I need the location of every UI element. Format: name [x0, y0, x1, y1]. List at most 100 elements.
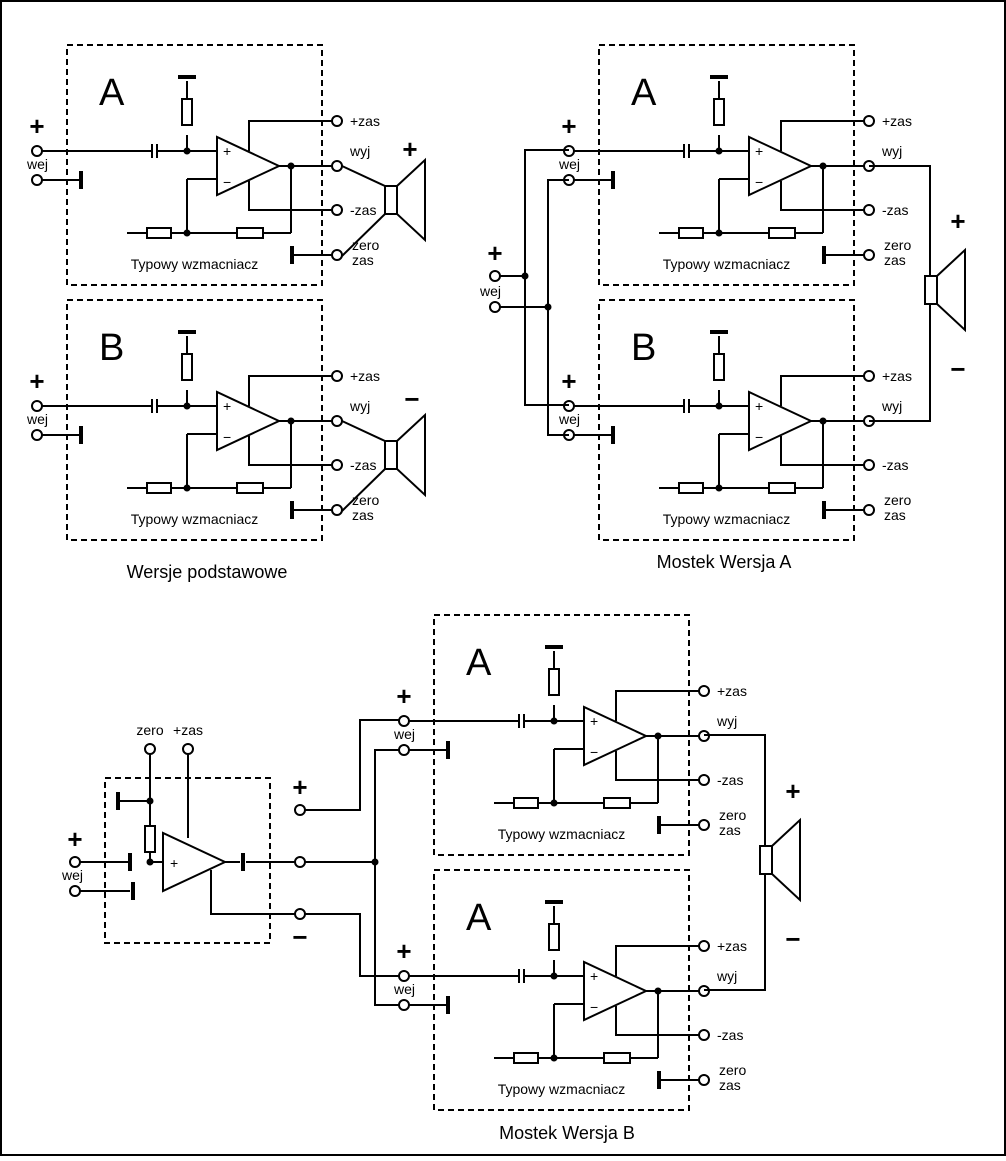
- amp-label: Typowy wzmacniacz: [131, 511, 259, 527]
- label-output: wyj: [716, 713, 737, 729]
- wire: [248, 120, 337, 151]
- terminal: [144, 743, 156, 755]
- block-letter: A: [631, 72, 657, 114]
- resistor: [146, 482, 172, 494]
- input-terminals: +wej: [558, 111, 719, 189]
- input-terminals: +wej: [558, 366, 719, 444]
- label-zero: zero: [352, 237, 379, 253]
- junction-dot: [371, 858, 379, 866]
- label-output: wyj: [349, 143, 370, 159]
- wire: [305, 749, 399, 863]
- amp-label: Typowy wzmacniacz: [498, 826, 626, 842]
- wire: [704, 874, 766, 991]
- label-input: wej: [558, 411, 580, 427]
- block-basic-b: B+−Typowy wzmacniacz: [66, 299, 337, 541]
- terminal: [331, 415, 343, 427]
- terminal: [398, 999, 410, 1011]
- opamp-symbol: [583, 960, 649, 1022]
- wire: [547, 307, 569, 436]
- resistor: [678, 227, 704, 239]
- label-vcc-neg: -zas: [717, 1027, 743, 1043]
- output-minus: −: [292, 922, 307, 952]
- label-zero: zero: [352, 492, 379, 508]
- resistor: [548, 923, 560, 951]
- junction-dot: [544, 303, 552, 311]
- terminal: [398, 744, 410, 756]
- speaker-plus-sign: +: [950, 206, 965, 236]
- capacitor: [151, 144, 158, 158]
- terminal: [863, 204, 875, 216]
- opamp-minus: −: [590, 744, 598, 760]
- wire: [341, 420, 386, 442]
- caption-basic-versions: Wersje podstawowe: [127, 562, 288, 582]
- block-bridge-a-bottom: B+−Typowy wzmacniacz: [598, 299, 869, 541]
- opamp-minus: −: [755, 174, 763, 190]
- speaker-minus-sign: −: [785, 924, 800, 954]
- amp-label: Typowy wzmacniacz: [663, 256, 791, 272]
- label-vcc-pos: +zas: [173, 722, 203, 738]
- label-vcc-neg: -zas: [350, 202, 376, 218]
- label-output: wyj: [349, 398, 370, 414]
- speaker-plus-sign: +: [785, 776, 800, 806]
- label-zero: zero: [884, 492, 911, 508]
- speaker-basic-a: [384, 157, 426, 243]
- resistor: [144, 825, 156, 853]
- terminal: [331, 249, 343, 261]
- label-zas: zas: [884, 507, 906, 523]
- terminal: [489, 301, 501, 313]
- capacitor: [518, 969, 525, 983]
- terminal: [698, 1029, 710, 1041]
- input-terminals: +wej: [26, 111, 187, 189]
- wire: [248, 436, 337, 466]
- terminal: [863, 504, 875, 516]
- label-vcc-neg: -zas: [882, 457, 908, 473]
- input-plus: +: [396, 681, 411, 711]
- resistor: [146, 227, 172, 239]
- label-zero: zero: [719, 807, 746, 823]
- caption-bridge-b: Mostek Wersja B: [499, 1123, 635, 1143]
- wire: [500, 179, 569, 308]
- wire: [341, 165, 386, 187]
- input-plus: +: [67, 824, 82, 854]
- wire: [500, 149, 569, 277]
- block-letter: A: [466, 642, 492, 684]
- capacitor: [518, 714, 525, 728]
- speaker-plus-sign: +: [402, 134, 417, 164]
- resistor: [236, 227, 264, 239]
- terminal: [863, 459, 875, 471]
- input-plus: +: [396, 936, 411, 966]
- wiring: +−+−+−+wej+zero+zas+wej+−: [61, 134, 966, 1006]
- opamp-symbol: [216, 135, 282, 197]
- input-plus: +: [561, 111, 576, 141]
- capacitor: [683, 399, 690, 413]
- terminal: [698, 774, 710, 786]
- label-zas: zas: [352, 507, 374, 523]
- resistor: [768, 482, 796, 494]
- label-vcc-pos: +zas: [350, 368, 380, 384]
- resistor: [603, 797, 631, 809]
- wire: [869, 165, 931, 276]
- block-letter: B: [631, 327, 656, 369]
- label-zero: zero: [136, 722, 163, 738]
- block-bridge-b-top: A+−Typowy wzmacniacz: [433, 614, 704, 856]
- wire: [615, 751, 704, 781]
- wire: [248, 181, 337, 211]
- terminal: [331, 204, 343, 216]
- terminal: [489, 270, 501, 282]
- wire: [341, 468, 386, 512]
- output-plus: +: [292, 772, 307, 802]
- opamp-plus: +: [590, 968, 598, 984]
- wire: [524, 276, 569, 406]
- input-plus: +: [487, 238, 502, 268]
- resistor: [513, 1052, 539, 1064]
- label-zas: zas: [352, 252, 374, 268]
- terminal: [863, 115, 875, 127]
- block-letter: A: [466, 897, 492, 939]
- resistor: [513, 797, 539, 809]
- opamp-plus: +: [223, 398, 231, 414]
- label-output: wyj: [716, 968, 737, 984]
- junction-dot: [521, 272, 529, 280]
